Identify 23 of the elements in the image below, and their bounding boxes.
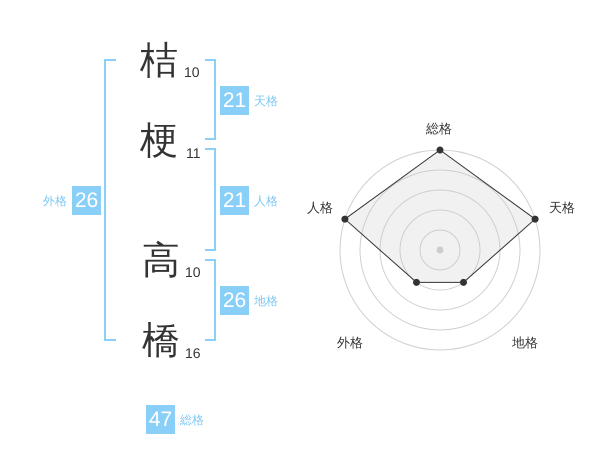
name-character: 桔 <box>140 41 178 79</box>
name-character: 高 <box>142 241 180 279</box>
score-box: 21 <box>220 186 249 215</box>
axis-label: 地格 <box>512 337 538 350</box>
category-label: 人格 <box>254 194 278 206</box>
score-box: 21 <box>220 86 249 115</box>
stroke-count: 10 <box>184 65 200 79</box>
category-label: 外格 <box>43 194 67 206</box>
axis-label: 外格 <box>337 337 363 350</box>
axis-label: 天格 <box>549 202 575 215</box>
name-character: 橋 <box>142 321 180 359</box>
score-box: 47 <box>146 405 175 434</box>
category-label: 地格 <box>254 294 278 306</box>
name-character: 梗 <box>140 121 178 159</box>
stroke-count: 10 <box>185 265 201 279</box>
stroke-count: 11 <box>186 146 201 160</box>
category-label: 天格 <box>254 94 278 106</box>
category-label: 総格 <box>180 414 204 426</box>
score-box: 26 <box>220 286 249 315</box>
stroke-count: 16 <box>185 346 201 360</box>
axis-label: 人格 <box>307 202 333 215</box>
score-box: 26 <box>72 186 101 215</box>
axis-label: 総格 <box>426 123 452 136</box>
